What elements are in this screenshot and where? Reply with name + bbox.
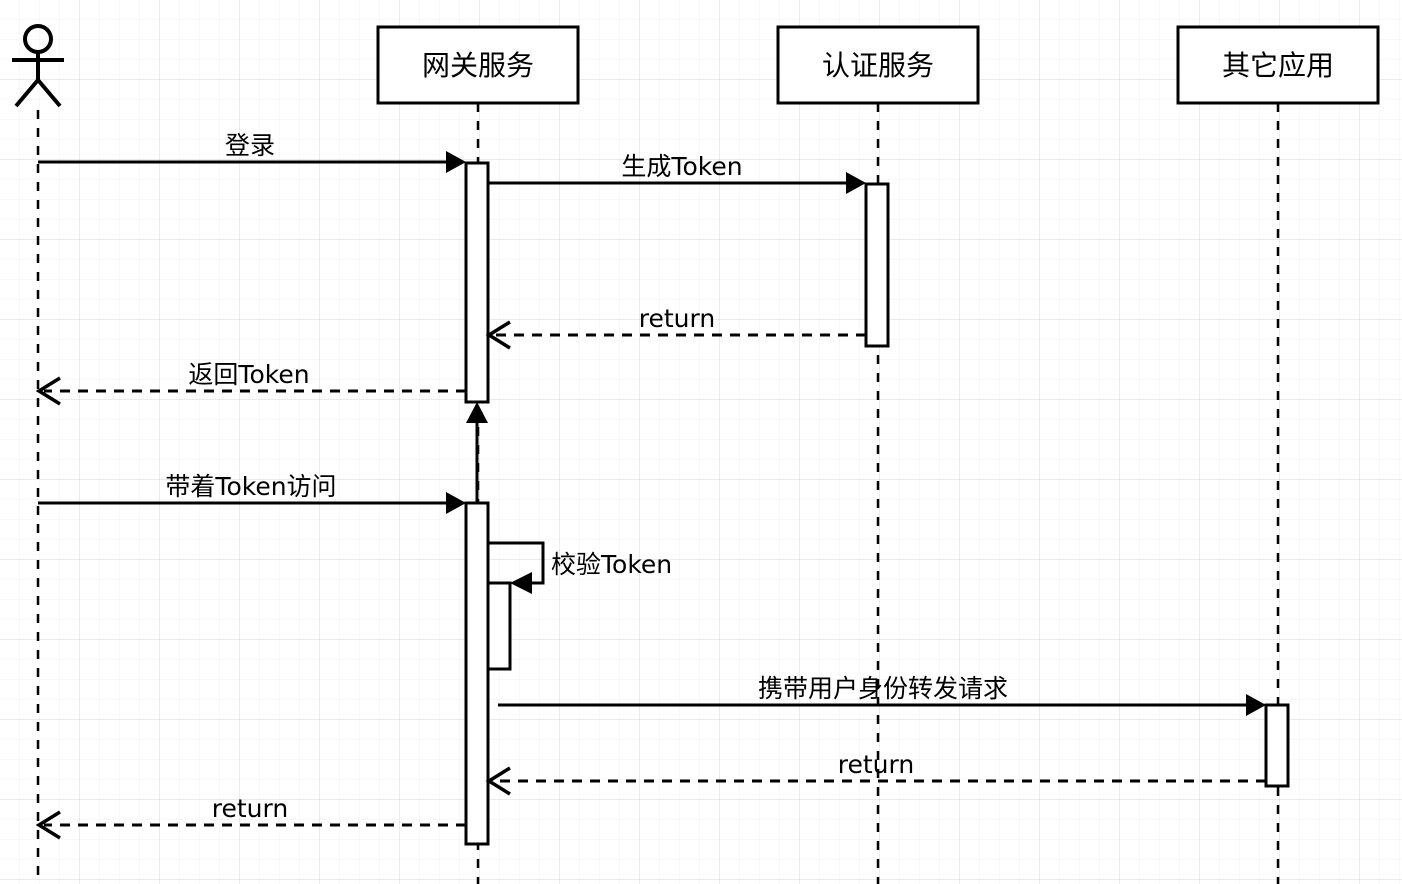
message-generate-token[interactable]: 生成Token xyxy=(488,152,866,194)
participant-label-gateway: 网关服务 xyxy=(422,49,534,82)
participant-label-other: 其它应用 xyxy=(1222,49,1334,82)
message-return-token[interactable]: 返回Token xyxy=(35,360,466,406)
participant-box-other[interactable] xyxy=(1176,25,1380,105)
activation-bar-auth xyxy=(864,182,890,348)
message-label-return-auth-gateway: return xyxy=(639,304,715,333)
activation-bar-gateway-2 xyxy=(464,501,490,846)
message-label-forward-request: 携带用户身份转发请求 xyxy=(758,674,1008,703)
participant-auth[interactable]: 认证服务 xyxy=(776,25,980,105)
arrowhead-filled-access-with-token xyxy=(446,492,466,514)
message-verify-token-self[interactable]: 校验Token xyxy=(488,541,672,594)
activation-bar-other xyxy=(1264,703,1290,788)
reactivation-connector-gateway xyxy=(466,402,488,503)
arrowhead-filled-reactivation xyxy=(466,402,488,423)
activation-bar-gateway-1 xyxy=(464,161,490,404)
participant-actor-user[interactable] xyxy=(12,24,64,108)
actor-leg-right-line xyxy=(36,78,62,108)
message-return-gateway-user[interactable]: return xyxy=(35,794,466,840)
message-login[interactable]: 登录 xyxy=(38,131,466,173)
message-label-verify-token-self: 校验Token xyxy=(551,550,672,579)
arrowhead-filled-verify-token-self xyxy=(510,572,532,594)
arrowhead-filled-generate-token xyxy=(846,172,866,194)
actor-leg-left-line xyxy=(14,78,40,108)
message-label-return-gateway-user: return xyxy=(212,794,288,823)
arrowhead-filled-login xyxy=(446,151,466,173)
arrowhead-open-return-gateway-user xyxy=(35,810,61,840)
arrowhead-filled-forward-request xyxy=(1246,694,1266,716)
activation-bar-gateway-nested xyxy=(486,581,512,671)
message-label-generate-token: 生成Token xyxy=(621,152,742,181)
arrowhead-open-return-other-gateway xyxy=(485,766,511,796)
message-label-login: 登录 xyxy=(225,131,275,160)
message-label-access-with-token: 带着Token访问 xyxy=(165,472,336,501)
message-label-return-other-gateway: return xyxy=(838,750,914,779)
participant-box-gateway[interactable] xyxy=(376,25,580,105)
message-line-verify-token-self xyxy=(488,541,545,585)
message-return-other-gateway[interactable]: return xyxy=(485,750,1266,796)
message-return-auth-gateway[interactable]: return xyxy=(485,304,866,350)
participant-other[interactable]: 其它应用 xyxy=(1176,25,1380,105)
actor-head-icon xyxy=(23,24,53,54)
message-label-return-token: 返回Token xyxy=(188,360,309,389)
participant-gateway[interactable]: 网关服务 xyxy=(376,25,580,105)
message-access-with-token[interactable]: 带着Token访问 xyxy=(38,472,466,514)
participant-label-auth: 认证服务 xyxy=(822,49,934,82)
arrowhead-open-return-token xyxy=(35,376,61,406)
arrowhead-open-return-auth-gateway xyxy=(485,320,511,350)
message-forward-request[interactable]: 携带用户身份转发请求 xyxy=(498,674,1266,716)
participant-box-auth[interactable] xyxy=(776,25,980,105)
